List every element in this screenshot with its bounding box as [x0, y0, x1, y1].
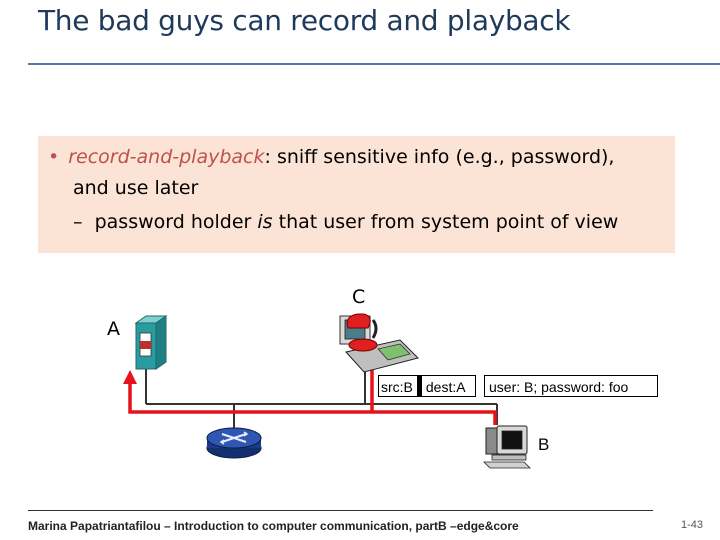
bullet-box	[38, 136, 675, 253]
computer-b-icon	[483, 425, 531, 469]
node-a-label: A	[107, 318, 120, 340]
slide-title: The bad guys can record and playback	[38, 4, 571, 37]
arrow-to-a-icon	[123, 370, 137, 384]
title-divider	[28, 63, 720, 65]
sniffer-c-icon	[339, 313, 419, 373]
node-c-label: C	[352, 286, 366, 308]
node-b-label: B	[538, 435, 550, 454]
bullet-dot-icon: •	[48, 146, 60, 168]
packet-dest: dest:A	[425, 379, 466, 395]
router-icon	[206, 427, 262, 459]
bullet-continuation: and use later	[73, 177, 199, 199]
bullet-text: : sniff sensitive info (e.g., password),	[264, 146, 615, 168]
subbullet-text-pre: password holder	[94, 211, 258, 233]
subbullet-dash: –	[73, 211, 83, 233]
packet-payload: user: B; password: foo	[484, 375, 658, 397]
packet-divider	[416, 376, 422, 396]
footer-text: Marina Papatriantafilou – Introduction t…	[28, 519, 519, 533]
subbullet-text-post: that user from system point of view	[272, 211, 619, 233]
packet-header: src:B dest:A	[378, 375, 476, 397]
footer-divider	[28, 510, 653, 511]
server-a-icon	[134, 315, 168, 370]
bullet-term: record-and-playback	[68, 146, 265, 168]
subbullet-line: – password holder is that user from syst…	[73, 211, 618, 233]
red-path-line	[128, 380, 497, 425]
subbullet-emphasis: is	[257, 211, 273, 233]
network-links	[145, 355, 498, 430]
page-number: 1-43	[681, 519, 704, 531]
bullet-line: • record-and-playback: sniff sensitive in…	[48, 146, 614, 168]
packet-src: src:B	[381, 379, 413, 395]
